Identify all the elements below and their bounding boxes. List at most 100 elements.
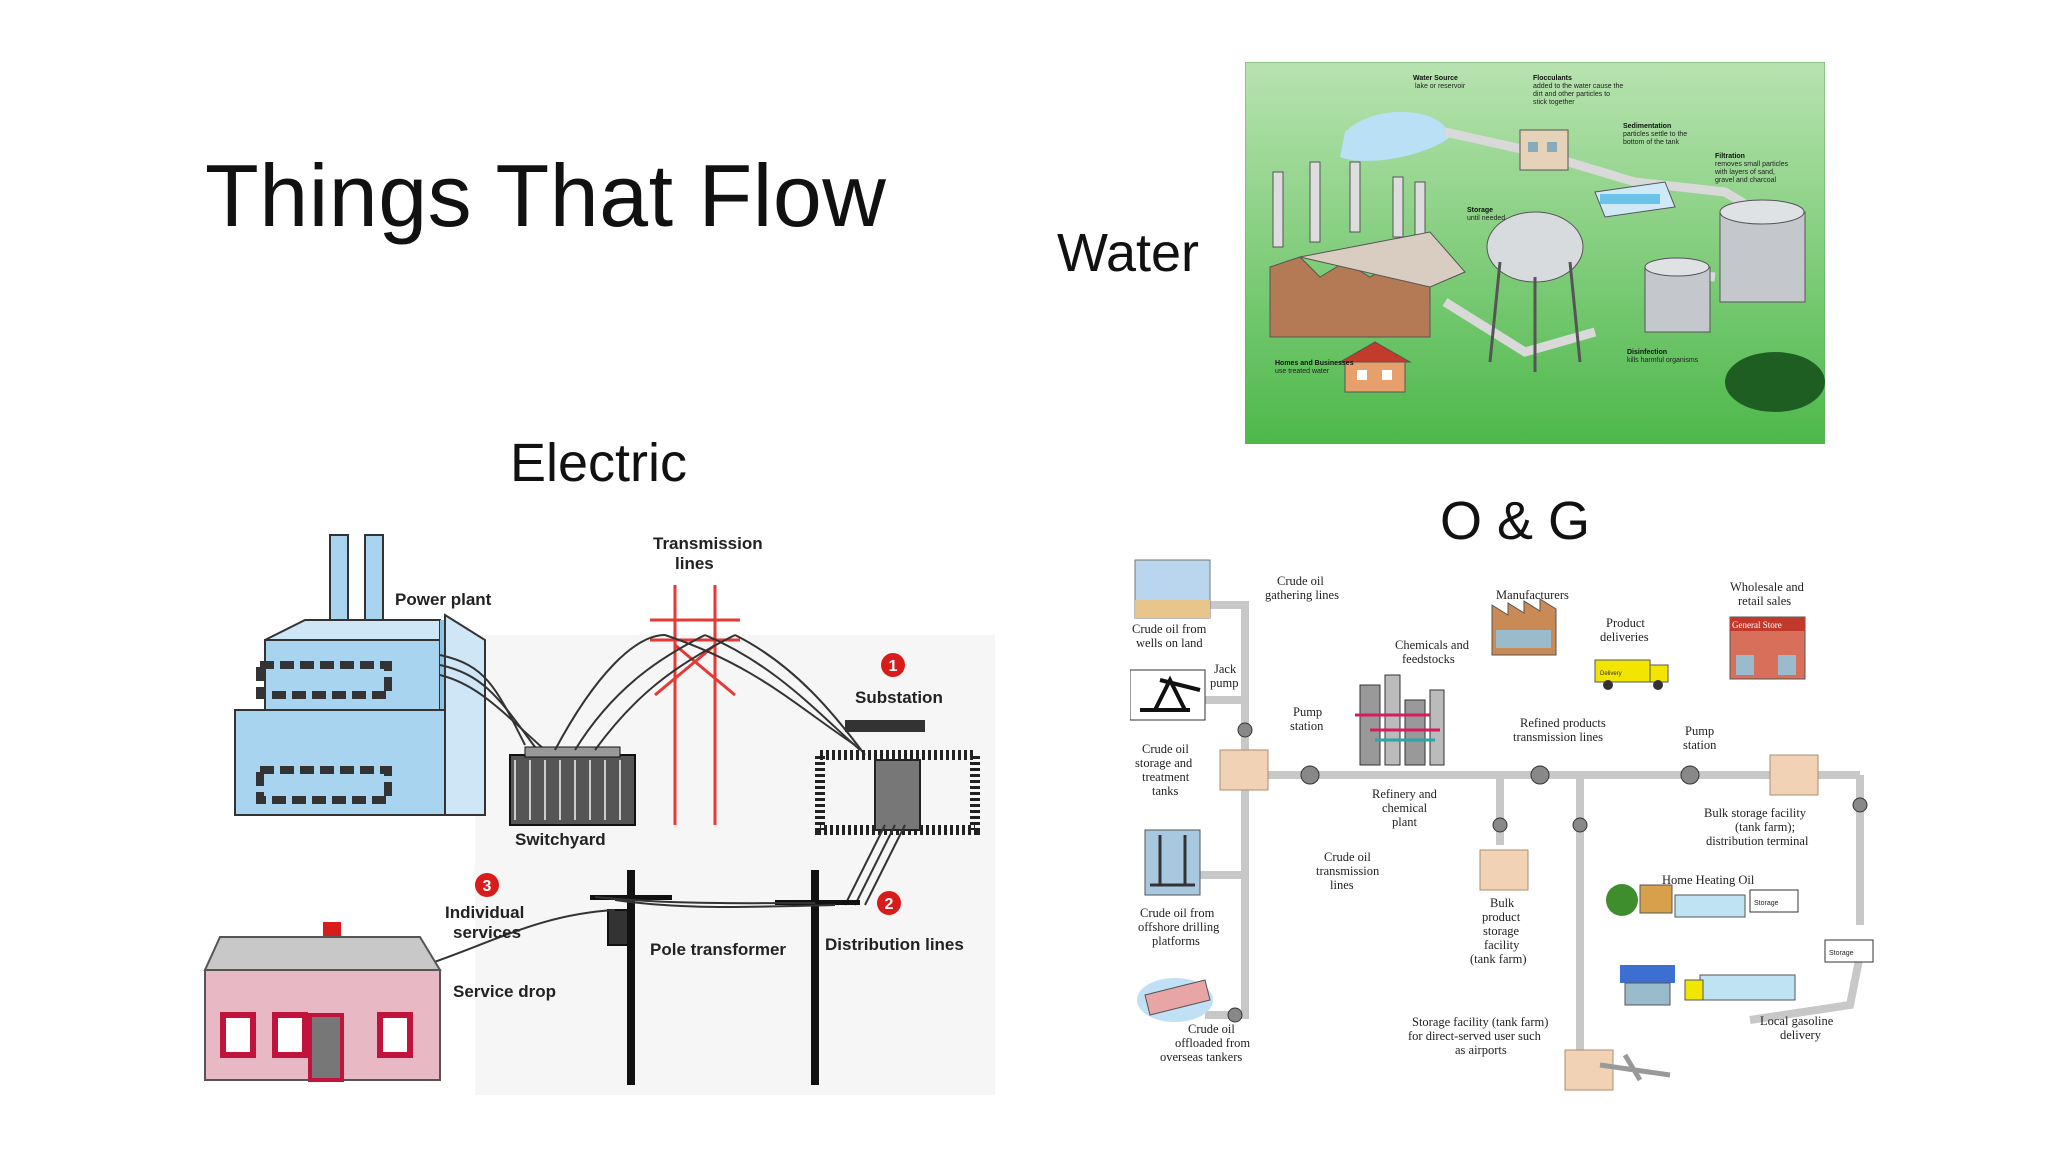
label-crude-transmission-1: Crude oil	[1324, 850, 1371, 864]
storage-tank-label-1: Storage	[1754, 900, 1779, 907]
label-bulk-product-3: storage	[1483, 924, 1520, 938]
jack-pump-icon	[1130, 669, 1206, 721]
crude-wells-icon	[1134, 559, 1211, 619]
label-water-source-sub: lake or reservoir	[1415, 83, 1466, 90]
electric-grid-diagram: Power plant Switchyard Transmission line…	[203, 534, 995, 1095]
label-refinery-1: Refinery and	[1372, 787, 1438, 801]
label-crude-wells-2: wells on land	[1136, 636, 1203, 650]
label-bulk-storage-3: distribution terminal	[1706, 834, 1809, 848]
label-refinery-3: plant	[1392, 815, 1418, 829]
label-direct-served-1: Storage facility (tank farm)	[1412, 1015, 1548, 1029]
label-flocculants: Flocculants	[1533, 75, 1572, 82]
label-individual-services-1: Individual	[445, 903, 524, 922]
storage-tank-label-2: Storage	[1829, 950, 1854, 957]
substation-building	[815, 720, 980, 835]
label-crude-storage-2: storage and	[1135, 756, 1193, 770]
general-store-icon	[1729, 616, 1806, 680]
tree-shape	[1725, 352, 1825, 412]
offshore-platform-icon	[1144, 829, 1201, 896]
label-crude-transmission-3: lines	[1330, 878, 1354, 892]
label-crude-storage-4: tanks	[1152, 784, 1179, 798]
marker-2	[877, 891, 901, 915]
label-substation: Substation	[855, 688, 943, 707]
label-bulk-storage-2: (tank farm);	[1735, 820, 1795, 834]
utility-poles	[590, 870, 860, 1085]
label-chemicals-1: Chemicals and	[1395, 638, 1470, 652]
label-manufacturers: Manufacturers	[1496, 588, 1569, 602]
label-pump-station-2b: station	[1683, 738, 1717, 752]
label-crude-transmission-2: transmission	[1316, 864, 1380, 878]
storage-water-tower	[1486, 211, 1584, 372]
label-pump-station-1a: Pump	[1293, 705, 1322, 719]
label-local-gasoline-1: Local gasoline	[1760, 1014, 1834, 1028]
label-transmission-1: Transmission	[653, 534, 763, 553]
marker-1	[881, 653, 905, 677]
label-crude-gathering-2: gathering lines	[1265, 588, 1339, 602]
oil-gas-diagram: Delivery General Store Storage Storage C…	[1130, 559, 1874, 1091]
label-offloaded-2: offloaded from	[1175, 1036, 1250, 1050]
label-pole-transformer: Pole transformer	[650, 940, 786, 959]
label-flocculants-3: stick together	[1533, 99, 1575, 106]
delivery-truck-text: Delivery	[1600, 671, 1622, 677]
electric-backdrop	[475, 635, 995, 1095]
gas-station-icon	[1620, 939, 1874, 1006]
label-filtration-3: gravel and charcoal	[1715, 177, 1777, 184]
label-product-deliveries-1: Product	[1606, 616, 1645, 630]
marker-3-text: 3	[483, 878, 492, 895]
label-offshore-1: Crude oil from	[1140, 906, 1215, 920]
airplane-icon	[1599, 1053, 1671, 1082]
label-water-source: Water Source	[1413, 75, 1458, 82]
label-offshore-3: platforms	[1152, 934, 1200, 948]
label-filtration-2: with layers of sand,	[1714, 169, 1775, 176]
label-homes-sub: use treated water	[1275, 368, 1330, 375]
marker-3	[475, 873, 499, 897]
label-filtration-1: removes small particles	[1715, 161, 1789, 168]
label-offloaded-1: Crude oil	[1188, 1022, 1235, 1036]
marker-2-text: 2	[885, 896, 894, 913]
label-pump-station-1b: station	[1290, 719, 1324, 733]
sedimentation-tank	[1594, 181, 1676, 218]
label-distribution-lines: Distribution lines	[825, 935, 964, 954]
label-offshore-2: offshore drilling	[1138, 920, 1220, 934]
label-bulk-product-1: Bulk	[1490, 896, 1515, 910]
transmission-wires	[554, 634, 866, 756]
heading-water: Water	[1057, 223, 1200, 283]
label-crude-wells-1: Crude oil from	[1132, 622, 1207, 636]
electric-house	[203, 922, 442, 1082]
label-wholesale-1: Wholesale and	[1730, 580, 1805, 594]
storage-tanks	[1219, 749, 1819, 1091]
label-refined-lines-1: Refined products	[1520, 716, 1606, 730]
label-sedimentation: Sedimentation	[1623, 123, 1671, 130]
label-storage: Storage	[1467, 207, 1493, 214]
manufacturers-icon	[1491, 598, 1557, 656]
label-crude-storage-1: Crude oil	[1142, 742, 1189, 756]
label-crude-gathering-1: Crude oil	[1277, 574, 1324, 588]
delivery-truck-icon	[1594, 659, 1669, 690]
label-bulk-storage-1: Bulk storage facility	[1704, 806, 1807, 820]
switchyard-building	[509, 746, 636, 826]
tanker-ship-icon	[1137, 978, 1213, 1022]
label-service-drop: Service drop	[453, 982, 556, 1001]
label-flocculants-1: added to the water cause the	[1533, 83, 1623, 90]
label-pump-station-2a: Pump	[1685, 724, 1714, 738]
label-bulk-product-4: facility	[1484, 938, 1520, 952]
water-treatment-diagram: Water Source lake or reservoir Flocculan…	[1245, 62, 1825, 444]
disinfection-tank	[1644, 257, 1711, 333]
label-jack-pump-1: Jack	[1214, 662, 1237, 676]
power-plant-building	[234, 534, 486, 816]
label-product-deliveries-2: deliveries	[1600, 630, 1649, 644]
refinery-icon	[1355, 674, 1445, 766]
label-offloaded-3: overseas tankers	[1160, 1050, 1242, 1064]
water-house	[1338, 341, 1412, 393]
label-homes: Homes and Businesses	[1275, 360, 1354, 367]
label-bulk-product-2: product	[1482, 910, 1521, 924]
label-refinery-2: chemical	[1382, 801, 1428, 815]
label-home-heating: Home Heating Oil	[1662, 873, 1755, 887]
filtration-tank	[1719, 199, 1806, 303]
label-crude-storage-3: treatment	[1142, 770, 1190, 784]
plant-switchyard-lines	[439, 654, 546, 751]
general-store-text: General Store	[1732, 620, 1782, 630]
water-factory	[1269, 161, 1466, 338]
heading-electric: Electric	[510, 433, 688, 493]
substation-distribution-wires	[844, 824, 906, 906]
